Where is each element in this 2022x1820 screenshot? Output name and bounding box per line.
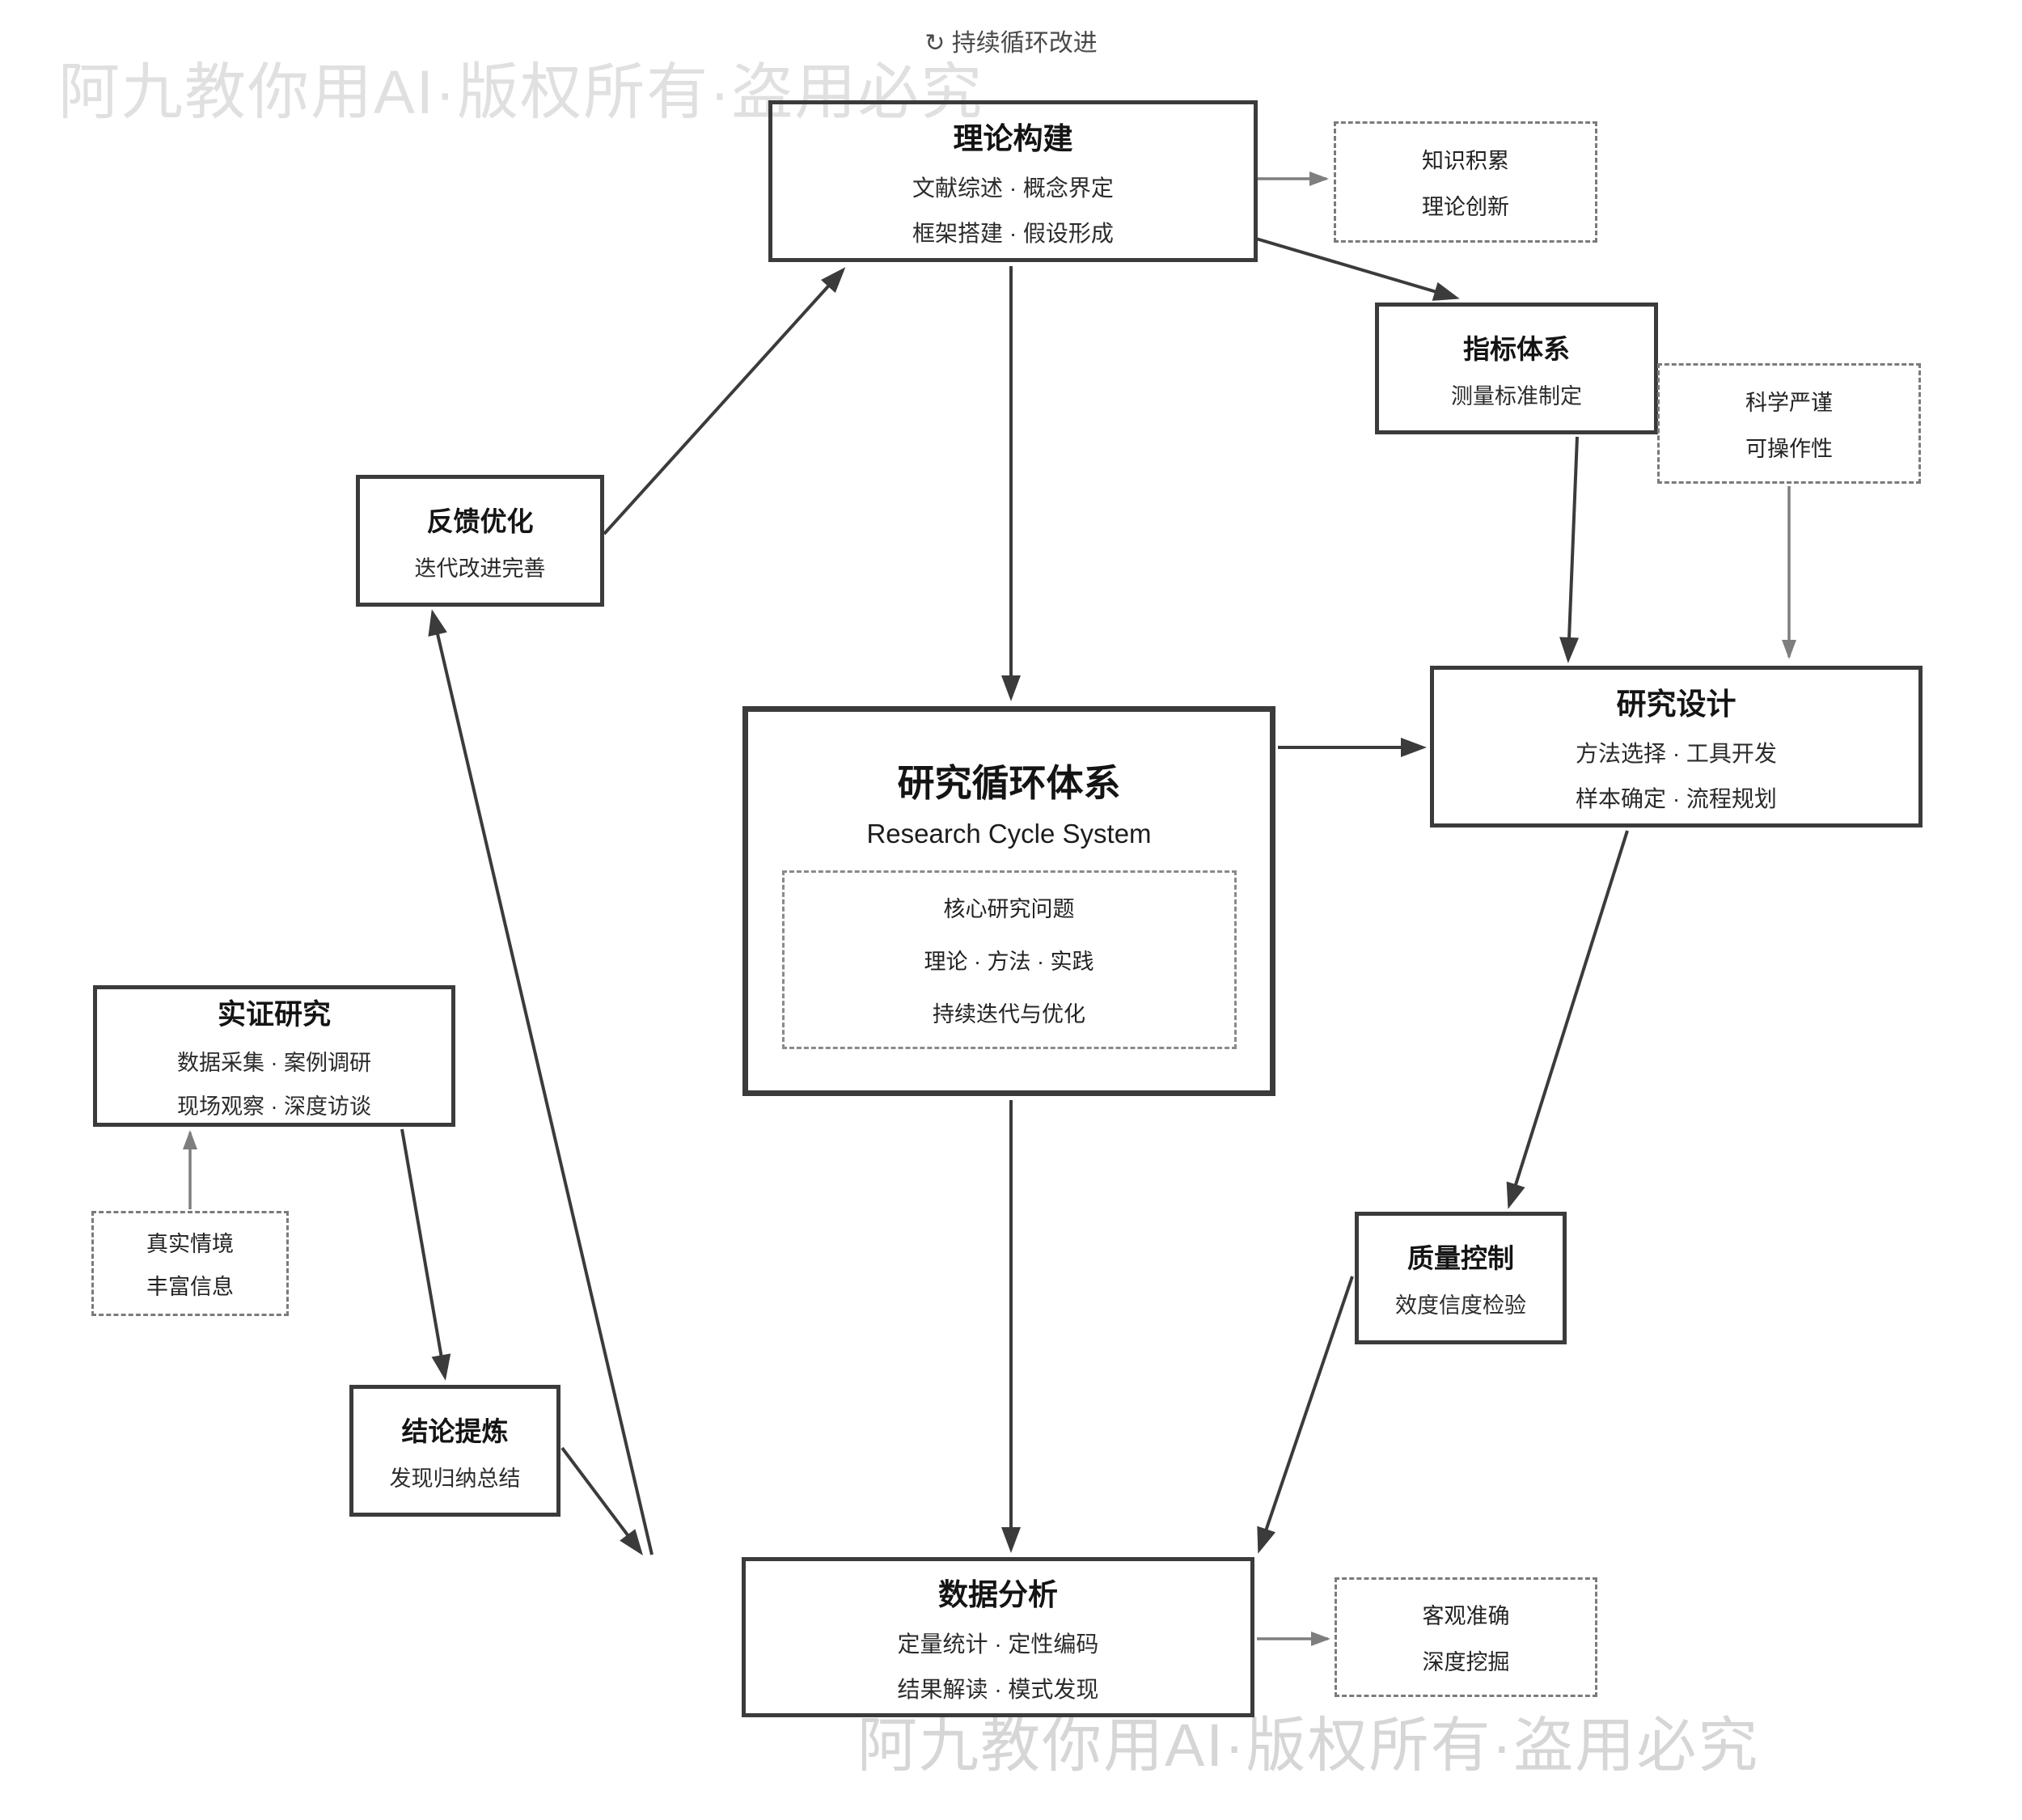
- node-conclusion-refining: 结论提炼 发现归纳总结: [349, 1385, 560, 1517]
- arrow-quality-to-analysis: [1257, 1276, 1354, 1554]
- arrow-design-to-quality: [1506, 830, 1629, 1209]
- node-design-line1: 方法选择 · 工具开发: [1576, 741, 1777, 766]
- node-theory-construction: 理论构建 文献综述 · 概念界定 框架搭建 · 假设形成: [768, 100, 1258, 262]
- node-theory-line1: 文献综述 · 概念界定: [912, 176, 1114, 201]
- node-empirical-line1: 数据采集 · 案例调研: [177, 1051, 371, 1075]
- node-indicator-system: 指标体系 测量标准制定: [1375, 303, 1658, 434]
- node-quality-line1: 效度信度检验: [1395, 1293, 1526, 1318]
- note-real-context: 真实情境 丰富信息: [91, 1211, 289, 1316]
- core-question-line1: 核心研究问题: [943, 896, 1075, 921]
- cycle-note-label: 持续循环改进: [951, 30, 1098, 57]
- note-scientific-rigor: 科学严谨 可操作性: [1657, 363, 1921, 484]
- node-research-design: 研究设计 方法选择 · 工具开发 样本确定 · 流程规划: [1430, 666, 1923, 827]
- arrow-indicator-to-design: [1559, 436, 1580, 663]
- note-context-line1: 真实情境: [146, 1232, 234, 1256]
- core-question-line3: 持续迭代与优化: [933, 1001, 1085, 1026]
- node-analysis-line1: 定量统计 · 定性编码: [897, 1632, 1099, 1657]
- node-analysis-title: 数据分析: [938, 1578, 1058, 1611]
- node-analysis-line2: 结果解读 · 模式发现: [897, 1677, 1099, 1702]
- watermark-top: 阿九教你用AI·版权所有·盗用必究: [58, 58, 984, 127]
- note-objective-accurate: 客观准确 深度挖掘: [1335, 1577, 1597, 1697]
- note-knowledge-line2: 理论创新: [1422, 195, 1509, 219]
- note-rigorous-line2: 可操作性: [1745, 436, 1833, 461]
- node-conclusion-title: 结论提炼: [401, 1416, 509, 1446]
- node-quality-title: 质量控制: [1407, 1243, 1514, 1273]
- node-empirical-research: 实证研究 数据采集 · 案例调研 现场观察 · 深度访谈: [93, 985, 455, 1127]
- node-theory-line2: 框架搭建 · 假设形成: [912, 221, 1114, 246]
- note-rigorous-line1: 科学严谨: [1745, 390, 1833, 415]
- arrow-conclusion-to-analysis: [560, 1446, 644, 1555]
- note-objective-line1: 客观准确: [1422, 1604, 1510, 1628]
- note-context-line2: 丰富信息: [146, 1275, 234, 1299]
- node-quality-control: 质量控制 效度信度检验: [1355, 1212, 1567, 1344]
- cycle-refresh-icon: ↻: [924, 30, 945, 57]
- node-empirical-title: 实证研究: [217, 999, 331, 1031]
- node-theory-title: 理论构建: [953, 122, 1073, 155]
- node-conclusion-line1: 发现归纳总结: [389, 1466, 521, 1491]
- node-cycle-subtitle: Research Cycle System: [866, 818, 1152, 849]
- node-design-line2: 样本确定 · 流程规划: [1576, 786, 1777, 811]
- note-knowledge-accumulation: 知识积累 理论创新: [1334, 121, 1597, 243]
- node-feedback-optimization: 反馈优化 迭代改进完善: [356, 475, 604, 607]
- node-indicator-line1: 测量标准制定: [1451, 383, 1582, 408]
- node-indicator-title: 指标体系: [1463, 333, 1570, 364]
- node-feedback-title: 反馈优化: [426, 506, 534, 536]
- arrow-empirical-to-conclusion: [400, 1128, 451, 1381]
- node-feedback-line1: 迭代改进完善: [414, 556, 546, 581]
- arrow-theory-to-indicator: [1255, 237, 1460, 301]
- arrow-feedback-to-theory: [603, 267, 846, 535]
- node-empirical-line2: 现场观察 · 深度访谈: [177, 1094, 371, 1119]
- core-question-panel: 核心研究问题 理论 · 方法 · 实践 持续迭代与优化: [781, 870, 1237, 1049]
- node-research-cycle-system: 研究循环体系 Research Cycle System 核心研究问题 理论 ·…: [742, 706, 1275, 1096]
- node-cycle-title: 研究循环体系: [897, 761, 1121, 804]
- node-data-analysis: 数据分析 定量统计 · 定性编码 结果解读 · 模式发现: [742, 1557, 1254, 1717]
- arrow-analysis-to-feedback-loop: [428, 609, 654, 1555]
- cycle-note: ↻ 持续循环改进: [845, 23, 1177, 58]
- note-objective-line2: 深度挖掘: [1422, 1650, 1510, 1674]
- watermark-bottom: 阿九教你用AI·版权所有·盗用必究: [857, 1712, 1760, 1779]
- core-question-line2: 理论 · 方法 · 实践: [924, 949, 1094, 974]
- node-design-title: 研究设计: [1616, 688, 1736, 721]
- note-knowledge-line1: 知识积累: [1422, 149, 1509, 173]
